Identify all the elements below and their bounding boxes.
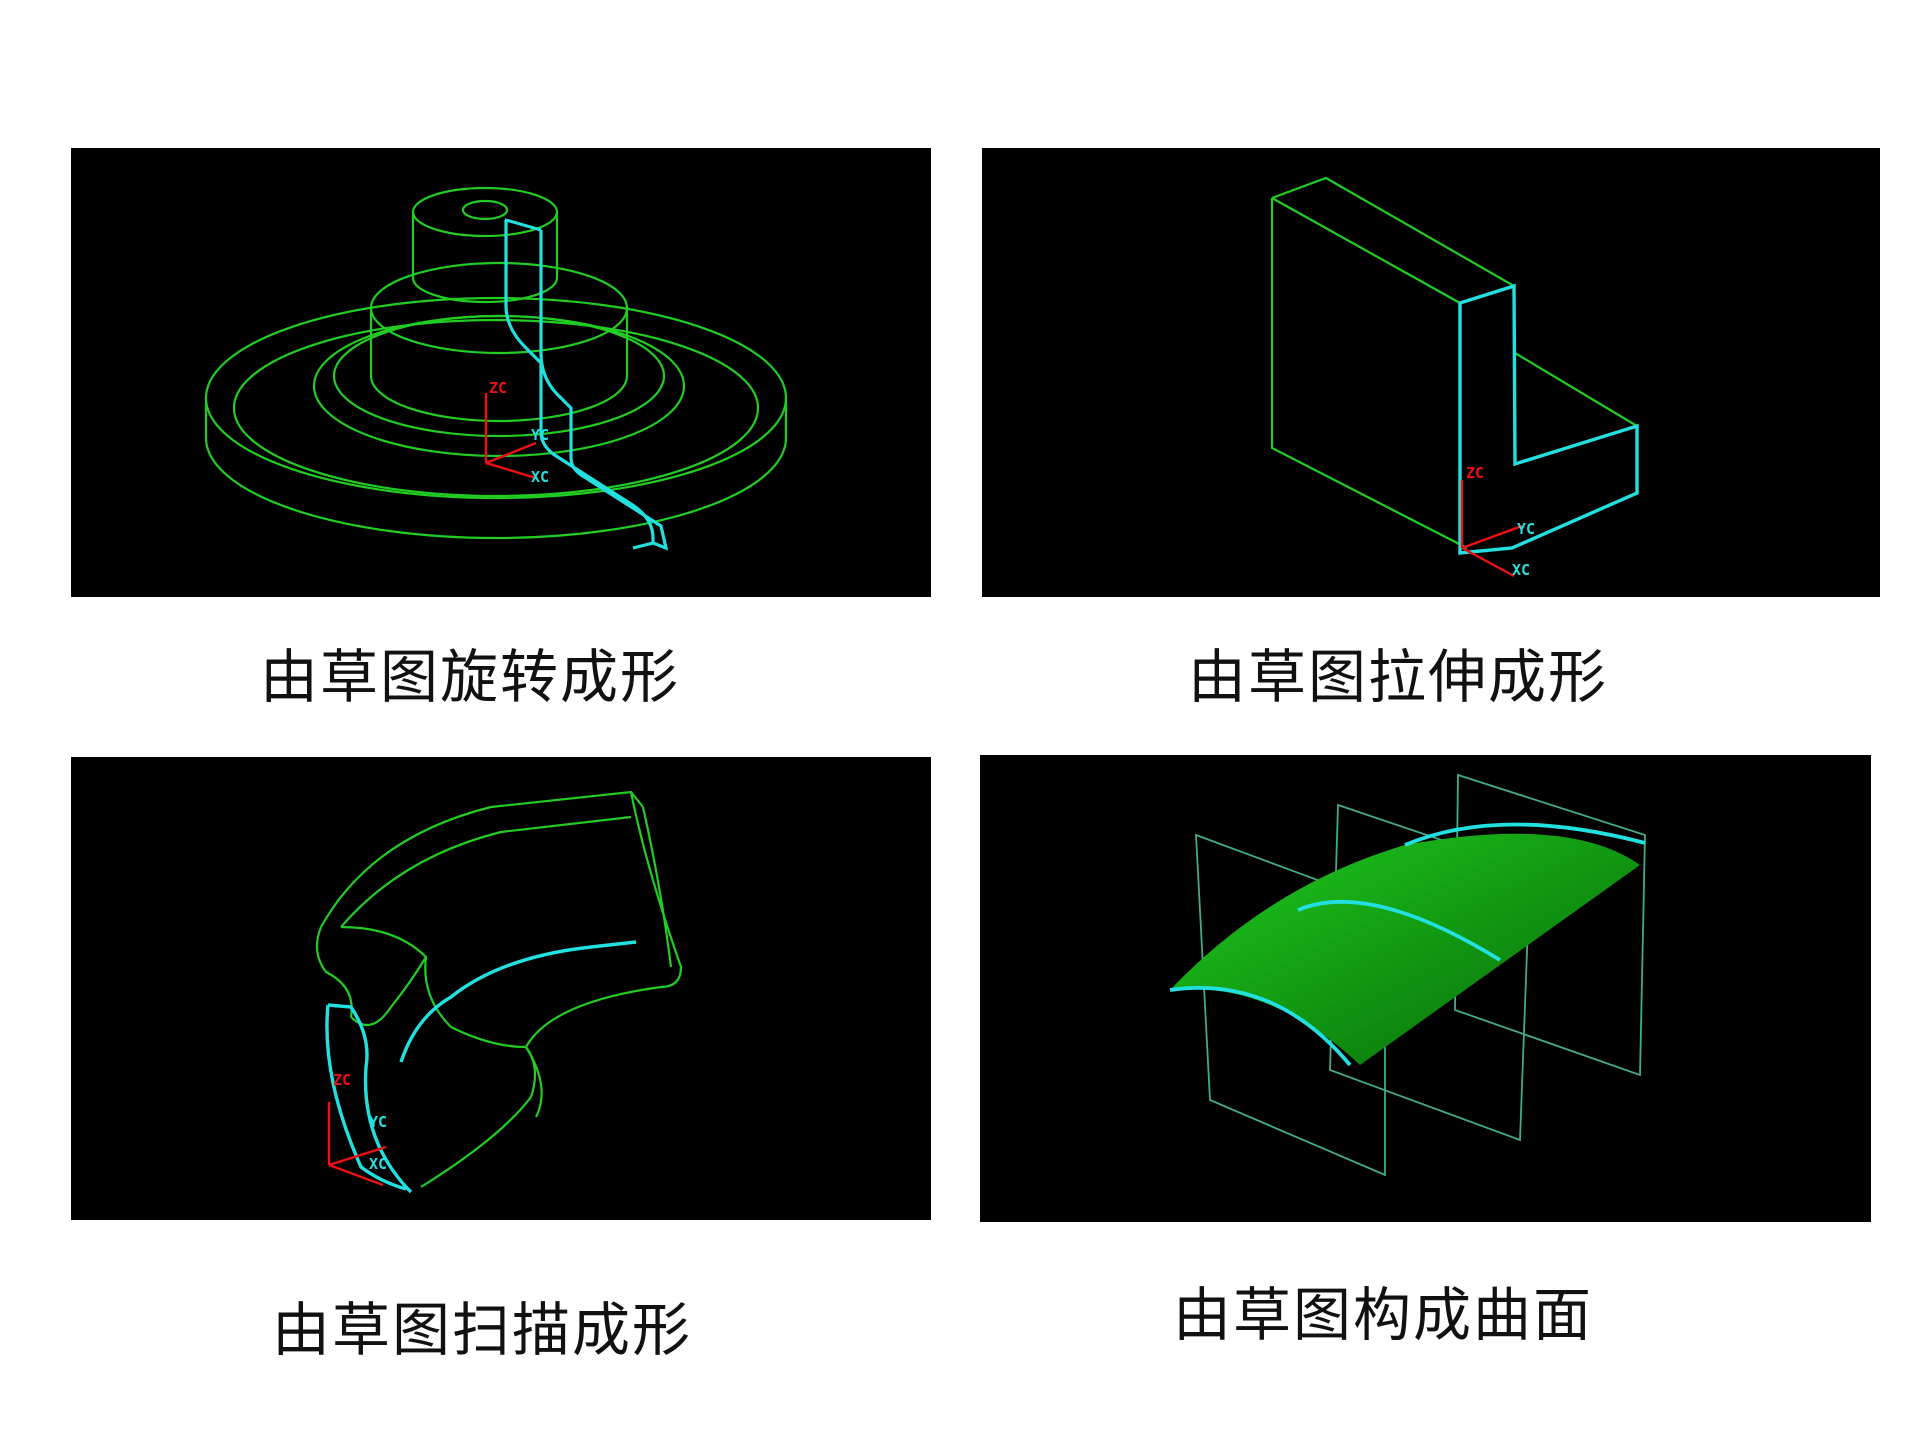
sweep-right-edge	[525, 791, 683, 1048]
section-curve-middle	[1297, 899, 1501, 962]
top-cylinder-side	[411, 212, 559, 304]
revolve-sketch-profile	[504, 218, 655, 550]
sweep-caption: 由草图扫描成形	[272, 1296, 693, 1364]
sweep-inner-curve	[340, 925, 452, 1028]
revolve-model: ZC YC XC	[204, 186, 788, 551]
revolve-axis-x: XC	[531, 468, 549, 486]
lofted-surface	[1170, 833, 1640, 1065]
extrude-top-front-edge	[1271, 197, 1461, 304]
extrude-back-top-edge	[1271, 176, 1515, 287]
extrude-step-edge	[1514, 352, 1638, 427]
sweep-panel: ZC YC XC	[71, 757, 931, 1220]
revolve-caption: 由草图旋转成形	[260, 643, 681, 711]
surface-model	[1169, 773, 1646, 1177]
surface-panel	[980, 755, 1871, 1222]
section-curves	[1169, 822, 1646, 1067]
extrude-axis-triad	[1460, 480, 1523, 578]
extrude-axis-x: XC	[1512, 561, 1530, 579]
top-cylinder-hole	[461, 199, 509, 221]
base-top-edge	[204, 296, 788, 500]
sweep-axis-x: XC	[369, 1155, 387, 1173]
extrude-model: ZC YC XC	[1270, 176, 1639, 579]
revolve-sketch-outline	[539, 230, 669, 551]
extrude-caption: 由草图拉伸成形	[1188, 643, 1609, 711]
revolve-axis-y: YC	[531, 426, 549, 444]
sweep-guide-path	[399, 940, 637, 1063]
extrude-axis-z: ZC	[1466, 464, 1484, 482]
extrude-back-left-edge	[1270, 198, 1468, 549]
sweep-model: ZC YC XC	[315, 790, 683, 1194]
sweep-left-notch	[315, 926, 353, 1018]
sweep-axis-z: ZC	[333, 1071, 351, 1089]
revolve-axis-z: ZC	[489, 379, 507, 397]
sweep-lower-inner-edge	[525, 1046, 543, 1118]
revolve-axis-triad	[484, 393, 537, 480]
revolve-panel: ZC YC XC	[71, 148, 931, 597]
section-curve-front	[1169, 985, 1352, 1067]
sweep-top-inner-edge	[340, 815, 632, 928]
sweep-axis-triad	[327, 1102, 387, 1187]
sweep-top-outer-edge	[320, 790, 644, 928]
middle-ring-inner	[332, 314, 666, 438]
extrude-panel: ZC YC XC	[982, 148, 1880, 597]
section-curve-back	[1404, 822, 1646, 847]
sweep-axis-y: YC	[369, 1113, 387, 1131]
sweep-right-face-edge	[641, 806, 673, 968]
extrude-sketch-profile	[1458, 283, 1639, 555]
base-side-edge	[204, 398, 788, 540]
extrude-axis-y: YC	[1517, 520, 1535, 538]
mid-cylinder-top	[369, 261, 629, 355]
sweep-sketch-profile	[327, 1003, 413, 1194]
base-inner-edge	[232, 318, 760, 498]
mid-cylinder-side	[369, 308, 629, 423]
sweep-lower-outer-edge	[420, 1026, 537, 1188]
surface-caption: 由草图构成曲面	[1173, 1281, 1594, 1349]
sweep-mid-edge	[350, 956, 427, 1027]
